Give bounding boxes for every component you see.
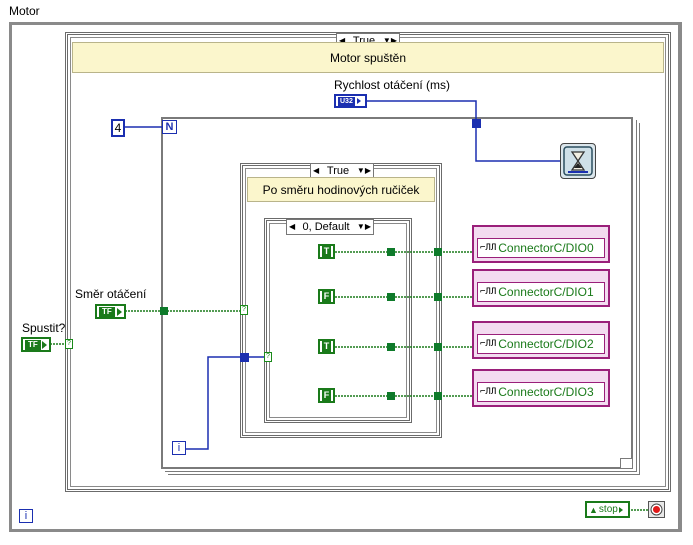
start-control-terminal[interactable]: TF bbox=[21, 337, 51, 352]
u32-badge: U32 bbox=[338, 96, 355, 106]
direction-selector-terminal: ? bbox=[240, 305, 248, 315]
start-tf-badge: TF bbox=[25, 339, 41, 350]
index-tunnel-out-1 bbox=[387, 293, 395, 301]
bool-constant-1[interactable]: F bbox=[318, 289, 335, 304]
waveform-icon: ⌐ЛЛ bbox=[480, 339, 497, 349]
index-tunnel-out-3 bbox=[387, 392, 395, 400]
index-selector-terminal: ? bbox=[264, 352, 272, 362]
decrement-icon[interactable]: ◀ bbox=[289, 222, 296, 231]
speed-control-terminal[interactable]: U32 bbox=[334, 94, 367, 108]
while-loop-iteration-text: i bbox=[24, 510, 28, 522]
dropdown-icon[interactable]: ▼▶ bbox=[356, 166, 371, 175]
index-case-selector[interactable]: ◀ 0, Default ▼▶ bbox=[286, 219, 374, 235]
dropdown-icon[interactable]: ▼▶ bbox=[356, 222, 371, 231]
while-loop-iteration-terminal: i bbox=[19, 509, 33, 523]
dio-channel-3-text: ConnectorC/DIO3 bbox=[498, 385, 594, 399]
outer-case-label: Motor spuštěn bbox=[72, 42, 664, 73]
direction-tf-badge: TF bbox=[99, 306, 115, 317]
index-tunnel-out-2 bbox=[387, 343, 395, 351]
waveform-icon: ⌐ЛЛ bbox=[480, 287, 497, 297]
output-arrow-icon bbox=[117, 307, 122, 316]
dio-channel-1-text: ConnectorC/DIO1 bbox=[498, 285, 594, 299]
stop-icon: ▲ bbox=[589, 504, 598, 515]
output-arrow-icon bbox=[618, 506, 623, 513]
for-loop-iteration-terminal: i bbox=[172, 441, 186, 455]
index-tunnel-out-0 bbox=[387, 248, 395, 256]
speed-tunnel bbox=[472, 119, 481, 128]
direction-case-selector[interactable]: ◀ True ▼▶ bbox=[310, 163, 374, 179]
loop-count-terminal: N bbox=[162, 120, 177, 134]
direction-tunnel-out-0 bbox=[434, 248, 442, 256]
stop-terminal-icon[interactable] bbox=[648, 501, 665, 518]
bool-constant-0[interactable]: T bbox=[318, 244, 335, 259]
direction-case-label: Po směru hodinových ručiček bbox=[247, 177, 435, 202]
waveform-icon: ⌐ЛЛ bbox=[480, 243, 497, 253]
red-stop-circle-icon bbox=[650, 503, 663, 516]
direction-tunnel bbox=[160, 307, 168, 315]
outer-case-label-text: Motor spuštěn bbox=[329, 50, 407, 65]
speed-control-label: Rychlost otáčení (ms) bbox=[334, 78, 451, 92]
waveform-icon: ⌐ЛЛ bbox=[480, 387, 497, 397]
hourglass-icon bbox=[563, 146, 593, 176]
direction-control-terminal[interactable]: TF bbox=[95, 304, 126, 319]
output-arrow-icon bbox=[42, 340, 47, 349]
bool-constant-2-text: T bbox=[321, 341, 332, 352]
for-loop-iteration-text: i bbox=[177, 442, 181, 454]
loop-count-terminal-text: N bbox=[165, 121, 174, 133]
for-loop-shadow-2 bbox=[168, 123, 640, 475]
decrement-icon[interactable]: ◀ bbox=[313, 166, 320, 175]
dio-channel-0-text: ConnectorC/DIO0 bbox=[498, 241, 594, 255]
bool-constant-2[interactable]: T bbox=[318, 339, 335, 354]
stop-wire bbox=[628, 509, 650, 511]
dropdown-icon[interactable]: ▼▶ bbox=[382, 36, 397, 45]
direction-control-label: Směr otáčení bbox=[75, 287, 147, 301]
loop-count-constant[interactable]: 4 bbox=[111, 119, 125, 137]
loop-count-value: 4 bbox=[114, 121, 122, 135]
while-loop-frame[interactable] bbox=[9, 22, 682, 532]
window-title: Motor bbox=[9, 4, 40, 18]
direction-case-selector-value: True bbox=[326, 165, 350, 177]
bool-constant-3[interactable]: F bbox=[318, 388, 335, 403]
stop-button-terminal[interactable]: ▲ stop bbox=[585, 501, 630, 518]
wait-ms-icon[interactable] bbox=[560, 143, 596, 179]
stop-label: stop bbox=[598, 504, 618, 515]
outer-selector-terminal: ? bbox=[65, 339, 73, 349]
bool-constant-0-text: T bbox=[321, 246, 332, 257]
direction-tunnel-out-2 bbox=[434, 343, 442, 351]
direction-tunnel-out-3 bbox=[434, 392, 442, 400]
output-arrow-icon bbox=[356, 98, 361, 104]
speed-wire bbox=[367, 100, 560, 162]
decrement-icon[interactable]: ◀ bbox=[339, 36, 346, 45]
index-case-selector-value: 0, Default bbox=[302, 221, 350, 233]
direction-tunnel-out-1 bbox=[434, 293, 442, 301]
for-loop-shadow-1 bbox=[165, 120, 637, 472]
direction-case-label-text: Po směru hodinových ručiček bbox=[262, 182, 420, 197]
for-loop-resize-corner[interactable] bbox=[620, 458, 632, 468]
iteration-tunnel bbox=[240, 353, 249, 362]
bool-constant-3-text: F bbox=[321, 390, 332, 401]
bool-constant-1-text: F bbox=[321, 291, 332, 302]
iteration-wire bbox=[186, 356, 266, 450]
dio-channel-2-text: ConnectorC/DIO2 bbox=[498, 337, 594, 351]
start-control-label: Spustit? bbox=[22, 321, 66, 335]
